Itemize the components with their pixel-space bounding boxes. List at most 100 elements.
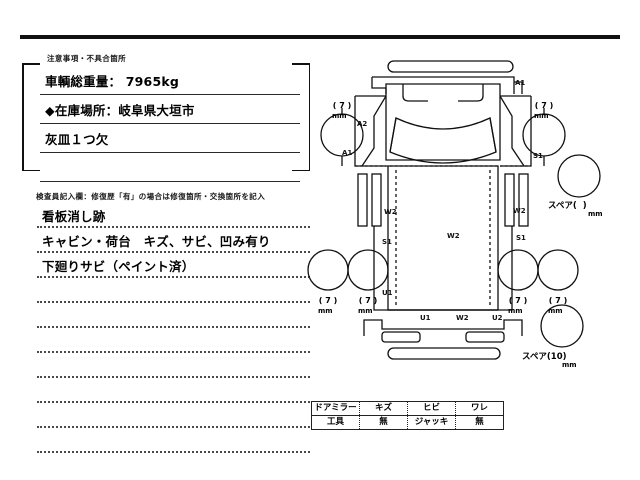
side-rail-right-outer xyxy=(518,173,529,227)
table-cell: キズ xyxy=(359,401,408,416)
side-rail-right-inner xyxy=(504,173,515,227)
roof-notch-right xyxy=(458,84,484,102)
tire-depth-rear-right-inner: ( 7 ) xyxy=(508,296,528,305)
table-row: ドアミラー キズ ヒビ ワレ xyxy=(311,401,504,416)
tire-depth-rear-right-outer: ( 7 ) xyxy=(548,296,568,305)
inspector-text: 看板消し跡 xyxy=(42,209,106,224)
wheel-rear-right-inner xyxy=(497,249,539,291)
tire-unit-rear-left-outer: mm xyxy=(318,307,333,315)
tire-depth-front-left: ( 7 ) xyxy=(332,101,352,110)
note-text: ◆在庫場所：岐阜県大垣市 xyxy=(45,103,195,118)
windshield-pillar-left xyxy=(389,117,397,153)
table-cell: 無 xyxy=(359,415,408,430)
table-cell: ドアミラー xyxy=(311,401,360,416)
bed-outer-frame xyxy=(373,226,513,311)
tire-depth-rear-left-inner: ( 7 ) xyxy=(358,296,378,305)
fender-inner-left xyxy=(361,95,387,167)
note-row: ◆在庫場所：岐阜県大垣市 xyxy=(40,95,300,124)
inspector-row: 下廻りサビ（ペイント済） xyxy=(34,253,310,278)
wheel-rear-right-outer xyxy=(537,249,579,291)
inspector-row xyxy=(34,428,310,453)
wheel-rear-left-outer xyxy=(307,249,349,291)
inspector-row xyxy=(34,353,310,378)
note-text: 灰皿１つ欠 xyxy=(45,132,109,147)
inspector-row xyxy=(34,278,310,303)
note-text: 車輌総重量： 7965kg xyxy=(45,74,180,89)
panel-code-a1-front: A1 xyxy=(515,79,526,87)
rear-bumper-pad-left xyxy=(381,331,421,343)
note-row: 車輌総重量： 7965kg xyxy=(40,66,300,95)
bracket-right-edge xyxy=(308,63,310,171)
inspector-row xyxy=(34,303,310,328)
a1-bracket-tick xyxy=(514,81,523,94)
inspector-row xyxy=(34,403,310,428)
panel-code-w2-right: W2 xyxy=(513,207,526,215)
bracket-bottom-left xyxy=(22,169,40,171)
spare-upper-label: スペア( ) xyxy=(548,201,587,211)
tire-unit-front-right: mm xyxy=(534,112,549,120)
rear-bumper-bar xyxy=(387,347,501,360)
tire-unit-rear-right-outer: mm xyxy=(548,307,563,315)
inspector-row: キャビン・荷台 キズ、サビ、凹み有り xyxy=(34,228,310,253)
note-row: 灰皿１つ欠 xyxy=(40,124,300,153)
top-divider-rule xyxy=(20,35,620,39)
wheel-rear-left-inner xyxy=(347,249,389,291)
inspector-text: キャビン・荷台 キズ、サビ、凹み有り xyxy=(42,234,271,249)
notes-section-caption: 注意事項・不具合箇所 xyxy=(47,54,126,63)
spare-lower-label: スペア(10) xyxy=(522,352,567,362)
truck-outline-svg xyxy=(307,60,601,360)
tire-unit-front-left: mm xyxy=(332,112,347,120)
roof-notch-left xyxy=(402,84,428,102)
inspector-section-caption: 検査員記入欄：修復歴「有」の場合は修復箇所・交換箇所を記入 xyxy=(36,192,266,201)
wheel-spare-upper xyxy=(557,154,601,198)
bracket-top-left xyxy=(22,63,40,65)
rear-bumper-bracket xyxy=(363,319,523,336)
inspector-row xyxy=(34,328,310,353)
panel-code-w2-left: W2 xyxy=(384,208,397,216)
spare-lower-unit: mm xyxy=(562,361,577,369)
panel-code-s1-front-right: S1 xyxy=(533,152,543,160)
parts-condition-table: ドアミラー キズ ヒビ ワレ 工具 無 ジャッキ 無 xyxy=(311,401,504,430)
fender-inner-right xyxy=(499,95,525,167)
wheel-spare-lower xyxy=(540,304,584,348)
rear-bumper-pad-right xyxy=(465,331,505,343)
cargo-bed-box xyxy=(387,165,499,311)
panel-code-a1-left: A1 xyxy=(342,149,353,157)
inspector-row: 看板消し跡 xyxy=(34,203,310,228)
wheel-front-right xyxy=(522,113,566,157)
inspector-text: 下廻りサビ（ペイント済） xyxy=(42,259,195,274)
side-rail-left-outer xyxy=(357,173,368,227)
side-rail-left-inner xyxy=(371,173,382,227)
note-row xyxy=(40,153,300,182)
inspector-row xyxy=(34,378,310,403)
table-cell: 工具 xyxy=(311,415,360,430)
bracket-left-edge xyxy=(22,63,24,171)
tire-unit-rear-right-inner: mm xyxy=(508,307,523,315)
spare-upper-unit: mm xyxy=(588,210,603,218)
tire-unit-rear-left-inner: mm xyxy=(358,307,373,315)
panel-code-u1-left: U1 xyxy=(382,289,393,297)
table-row: 工具 無 ジャッキ 無 xyxy=(311,415,504,430)
cab-roof-box xyxy=(385,83,501,161)
front-bumper-bar xyxy=(387,60,514,73)
panel-code-u2-rear: U2 xyxy=(492,314,503,322)
table-cell: 無 xyxy=(455,415,504,430)
panel-code-s1-left: S1 xyxy=(382,238,392,246)
bracket-top-right xyxy=(292,63,310,65)
panel-code-w2-center: W2 xyxy=(447,232,460,240)
panel-code-w2-rear: W2 xyxy=(456,314,469,322)
windshield-band xyxy=(389,117,497,164)
vehicle-diagram: A1 A2 A1 S1 W2 W2 W2 S1 S1 U1 U1 W2 U2 (… xyxy=(300,48,640,398)
tire-depth-rear-left-outer: ( 7 ) xyxy=(318,296,338,305)
table-cell: ワレ xyxy=(455,401,504,416)
panel-code-u1-rear: U1 xyxy=(420,314,431,322)
bracket-bottom-right xyxy=(292,169,310,171)
front-deck-plate xyxy=(371,76,515,94)
panel-code-a2-left: A2 xyxy=(357,120,368,128)
tire-depth-front-right: ( 7 ) xyxy=(534,101,554,110)
table-cell: ジャッキ xyxy=(407,415,456,430)
notes-bracket-frame xyxy=(22,63,310,171)
panel-code-s1-right: S1 xyxy=(516,234,526,242)
table-cell: ヒビ xyxy=(407,401,456,416)
